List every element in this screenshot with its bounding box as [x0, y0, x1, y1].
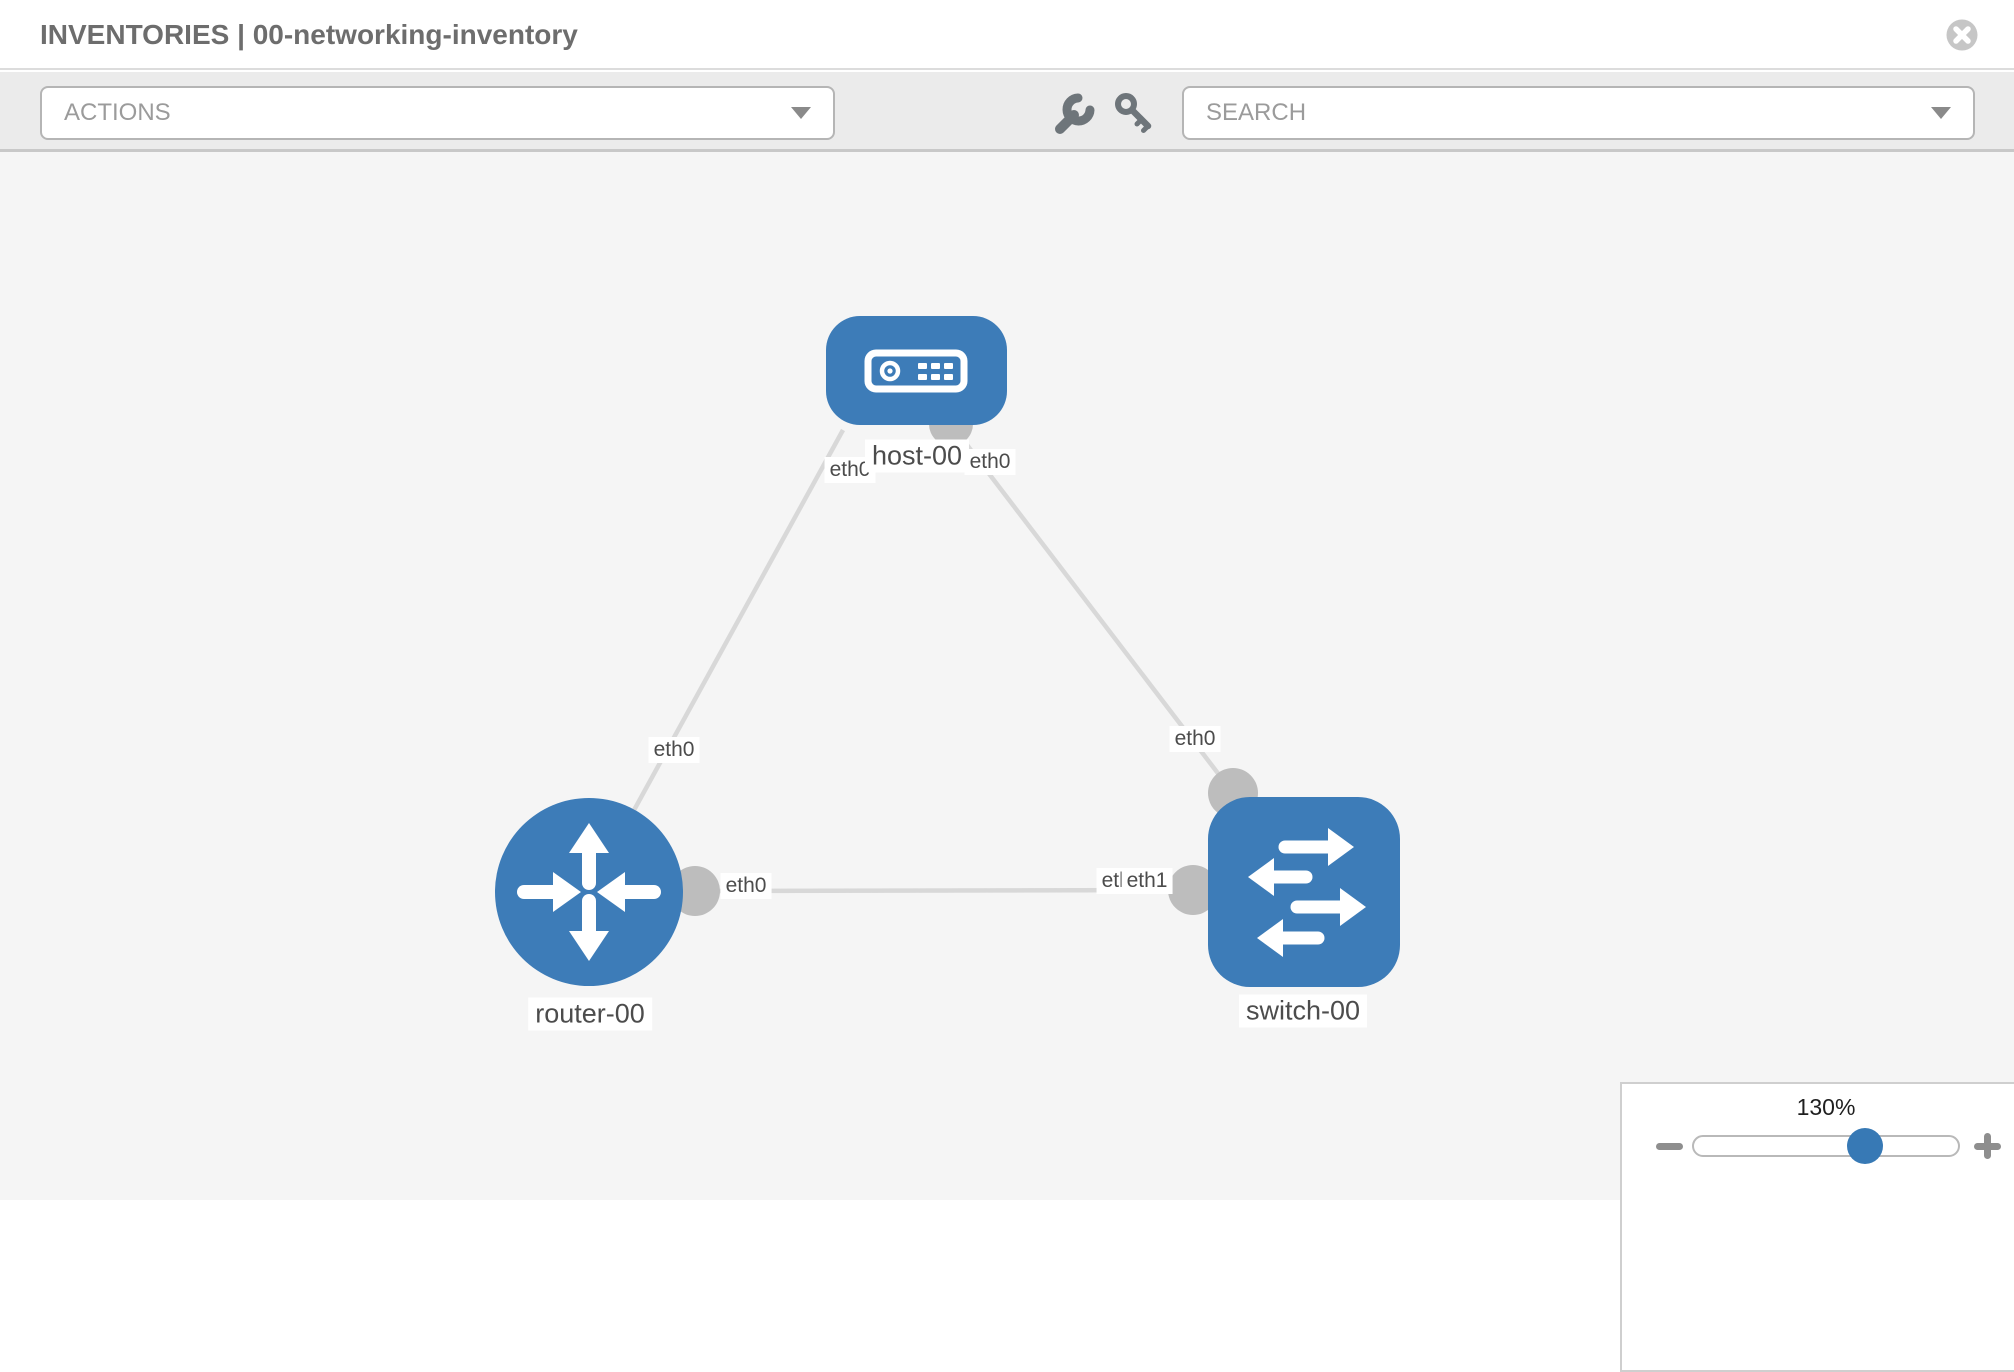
actions-dropdown[interactable]: ACTIONS: [40, 86, 835, 140]
node-label-host: host-00: [864, 439, 970, 473]
router-icon: [517, 823, 661, 961]
wrench-icon: [1055, 93, 1095, 134]
port-switch-eth1[interactable]: [1168, 865, 1218, 915]
toolbar: ACTIONS SEARCH: [0, 72, 2014, 152]
key-icon: [1115, 93, 1152, 133]
node-switch-00[interactable]: [1208, 797, 1400, 987]
zoom-out-button[interactable]: [1656, 1142, 1683, 1150]
switch-icon: [1248, 828, 1366, 957]
search-dropdown[interactable]: SEARCH: [1182, 86, 1975, 140]
iface-label-host-left: eth0: [824, 457, 876, 483]
iface-label-switch-top: eth0: [1169, 726, 1221, 752]
node-router-00[interactable]: [495, 798, 683, 986]
credentials-button[interactable]: [1110, 88, 1158, 138]
port-router-eth0[interactable]: [670, 866, 720, 916]
node-label-switch: switch-00: [1238, 994, 1368, 1028]
zoom-in-button-bar[interactable]: [1984, 1133, 1991, 1159]
zoom-slider-handle[interactable]: [1847, 1128, 1883, 1164]
zoom-slider-track[interactable]: [1692, 1135, 1960, 1157]
zoom-level-value: 130%: [1796, 1094, 1856, 1120]
header: INVENTORIES | 00-networking-inventory: [0, 0, 2014, 70]
iface-label-router-side: eth0: [648, 737, 700, 763]
chevron-down-icon: [791, 107, 811, 119]
zoom-panel: 130%: [1620, 1082, 2014, 1372]
host-icon: [864, 349, 968, 393]
node-label-router: router-00: [528, 997, 652, 1031]
chevron-down-icon: [1931, 107, 1951, 119]
configure-button[interactable]: [1050, 88, 1098, 138]
actions-dropdown-label: ACTIONS: [64, 99, 171, 126]
page-title: INVENTORIES | 00-networking-inventory: [40, 19, 578, 50]
close-button[interactable]: [1945, 18, 1979, 52]
iface-label-switch-eth1: eth1: [1121, 868, 1173, 894]
iface-label-host-right: eth0: [964, 449, 1016, 475]
topology-canvas[interactable]: host-00 router-00 switch-00 eth0 eth0 et…: [0, 152, 2014, 1372]
search-dropdown-label: SEARCH: [1206, 99, 1307, 126]
node-host-00[interactable]: [826, 316, 1007, 425]
close-icon: [1946, 19, 1978, 51]
iface-label-router-right: eth0: [720, 873, 772, 899]
